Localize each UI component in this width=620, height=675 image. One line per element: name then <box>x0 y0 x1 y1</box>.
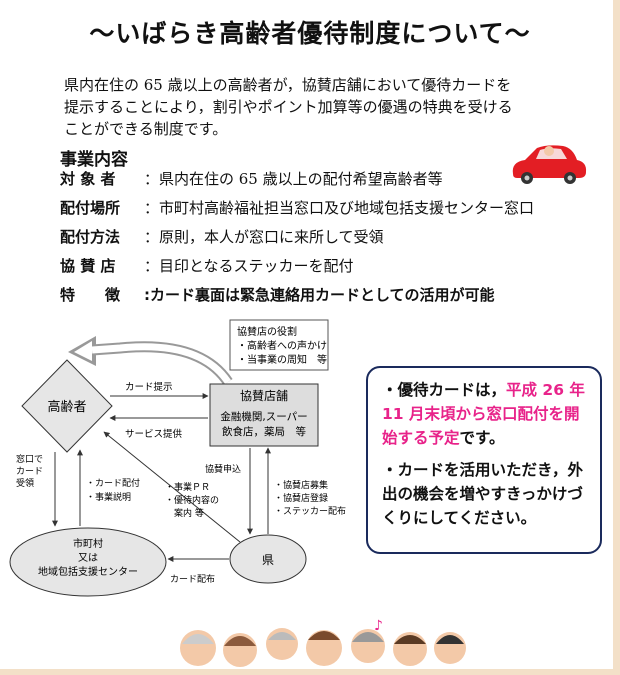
pr-arrow <box>103 431 241 543</box>
notice-text: です。 <box>459 429 505 447</box>
detail-value: ：県内在住の 65 歳以上の配付希望高齢者等 <box>144 170 443 188</box>
window-card-label: 受領 <box>16 477 34 489</box>
pref-label: 県 <box>262 553 274 567</box>
sponsor-role-item: ・当事業の周知 等 <box>237 353 327 366</box>
page-title: 〜いばらき高齢者優待制度について〜 <box>89 19 531 48</box>
notice-text: ・優待カードは， <box>382 381 507 399</box>
detail-row-sponsor: 協 賛 店 ：目印となるステッカーを配付 <box>60 255 354 276</box>
shop-body: 金融機関,スーパー <box>220 410 307 423</box>
detail-label: 対 象 者 <box>60 170 116 188</box>
elder-label: 高齢者 <box>47 399 86 415</box>
municipality-node <box>9 527 167 597</box>
elderly-people-illustration: ♪ <box>180 618 466 667</box>
page-border-right <box>613 0 620 675</box>
intro-line-2: 提示することにより，割引やポイント加算等の優遇の特典を受ける <box>64 98 513 116</box>
sponsor-role-title: 協賛店の役割 <box>237 325 297 338</box>
prefecture-node <box>229 534 307 584</box>
detail-row-method: 配付方法 ：原則，本人が窓口に来所して受領 <box>60 226 384 247</box>
people-icon: ♪ <box>180 618 466 667</box>
intro-line-1: 県内在住の 65 歳以上の高齢者が，協賛店舗において優待カードを <box>64 76 512 94</box>
card-present-label: カード提示 <box>125 381 173 393</box>
notice-paragraph-2: ・カードを活用いただき，外出の機会を増やすきっかけづくりにしてください。 <box>382 461 584 527</box>
detail-value: ：原則，本人が窓口に来所して受領 <box>144 228 384 246</box>
detail-label: 協 賛 店 <box>60 257 116 275</box>
notice-paragraph-1: ・優待カードは，平成 26 年 11 月末頃から窓口配付を開始する予定です。 <box>382 378 590 450</box>
detail-row-target: 対 象 者 ：県内在住の 65 歳以上の配付希望高齢者等 <box>60 168 443 189</box>
apply-label: 協賛申込 <box>205 463 241 475</box>
window-card-label: 窓口で <box>16 453 43 465</box>
sponsor-role-box <box>229 319 329 371</box>
pr-label: ・事業ＰＲ <box>165 481 210 493</box>
shop-title: 協賛店舗 <box>240 388 288 403</box>
page-border-bottom <box>0 669 620 675</box>
window-card-label: カード <box>16 466 43 477</box>
detail-value: ：目印となるステッカーを配付 <box>144 257 354 275</box>
section-title: 事業内容 <box>60 150 128 170</box>
detail-value: :カード裏面は緊急連絡用カードとしての活用が可能 <box>144 286 495 304</box>
sponsor-role-item: ・高齢者への声かけ <box>237 339 327 352</box>
notice-highlight: 平成 26 年 11 月末頃から窓口配付を開始する予定 <box>382 381 585 447</box>
detail-row-location: 配付場所 ：市町村高齢福祉担当窓口及び地域包括支援センター窓口 <box>60 197 534 218</box>
card-dist-label: ・事業説明 <box>86 491 131 503</box>
shop-body: 飲食店，薬局 等 <box>222 425 306 438</box>
elder-node <box>21 359 113 453</box>
card-dist-label: ・カード配付 <box>86 478 140 489</box>
recruit-label: ・ステッカー配布 <box>274 505 346 517</box>
detail-row-feature: 特 徴 :カード裏面は緊急連絡用カードとしての活用が可能 <box>60 284 495 305</box>
pr-label: ・優待内容の <box>165 494 219 506</box>
car-illustration <box>512 145 587 184</box>
recruit-label: ・協賛店募集 <box>274 479 328 491</box>
muni-label: 地域包括支援センター <box>38 565 138 578</box>
recruit-label: ・協賛店登録 <box>274 492 328 504</box>
detail-value: ：市町村高齢福祉担当窓口及び地域包括支援センター窓口 <box>144 199 535 217</box>
muni-label: 市町村 <box>73 537 103 550</box>
svg-text:♪: ♪ <box>374 618 383 634</box>
muni-label: 又は <box>78 552 98 564</box>
service-label: サービス提供 <box>125 428 183 440</box>
intro-line-3: ことができる制度です。 <box>64 120 228 138</box>
card-distribute-label: カード配布 <box>170 573 215 585</box>
detail-label: 配付場所 <box>60 199 121 217</box>
detail-label: 配付方法 <box>60 228 121 246</box>
detail-label: 特 徴 <box>60 286 121 304</box>
pr-label: 案内 等 <box>165 507 204 519</box>
notice-box: ・優待カードは，平成 26 年 11 月末頃から窓口配付を開始する予定です。 ・… <box>366 366 602 554</box>
intro-paragraph: 県内在住の 65 歳以上の高齢者が，協賛店舗において優待カードを 提示することに… <box>64 74 564 140</box>
shop-node <box>209 383 319 447</box>
car-icon <box>512 145 587 184</box>
flow-diagram: 協賛店の役割 ・高齢者への声かけ ・当事業の周知 等 高齢者 協賛店舗 金融機関… <box>9 319 346 597</box>
